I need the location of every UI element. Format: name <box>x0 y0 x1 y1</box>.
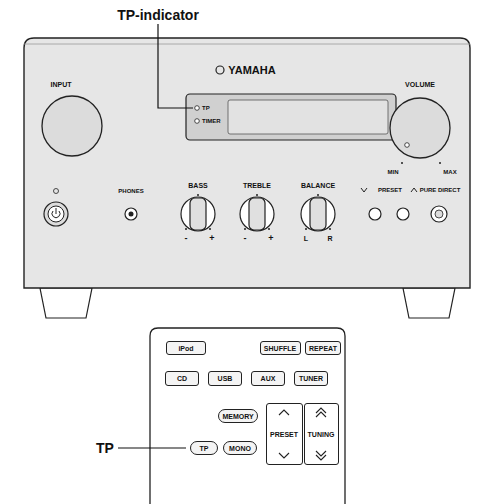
scale-label: MAX <box>443 169 456 175</box>
button-label: iPod <box>178 345 193 352</box>
power-button <box>44 202 68 226</box>
button-label: MEMORY <box>222 413 253 420</box>
button-label: REPEAT <box>309 345 337 352</box>
tp-indicator-lamp <box>195 106 200 111</box>
remote-control <box>150 328 345 504</box>
logo-emblem <box>216 66 224 74</box>
control-label: PURE DIRECT <box>420 187 461 193</box>
remote-button: AUX <box>251 371 285 386</box>
control-label: TREBLE <box>243 182 271 189</box>
button-label: CD <box>177 375 187 382</box>
remote-button: TUNING <box>304 403 339 465</box>
button-label: SHUFFLE <box>264 345 296 352</box>
pure-direct-button <box>431 206 447 222</box>
button-label: AUX <box>261 375 276 382</box>
scale-sign: - <box>244 234 247 243</box>
button-label: TP <box>200 445 209 452</box>
control-label: INPUT <box>51 81 72 88</box>
scale-sign: + <box>209 234 214 243</box>
remote-button: USB <box>208 371 242 386</box>
scale-sign: - <box>185 234 188 243</box>
input-knob <box>42 96 102 156</box>
control-label: BASS <box>188 182 207 189</box>
remote-button: MONO <box>223 441 257 455</box>
remote-button: REPEAT <box>305 341 341 355</box>
scale-sign: + <box>268 234 273 243</box>
button-label: PRESET <box>270 431 298 438</box>
preset-down-button <box>369 208 381 220</box>
leader-line <box>118 447 186 448</box>
remote-button: CD <box>165 371 199 386</box>
callout-label: TP-indicator <box>117 8 199 22</box>
remote-button: iPod <box>166 341 206 355</box>
standby-lamp <box>54 189 59 194</box>
scale-sign: R <box>327 235 332 242</box>
control-label: BALANCE <box>301 182 335 189</box>
control-label: PHONES <box>118 188 143 194</box>
remote-button: SHUFFLE <box>260 341 301 355</box>
tone-knobs <box>181 197 335 231</box>
volume-knob <box>390 98 450 158</box>
brand-logo: YAMAHA <box>228 65 275 76</box>
indicator-label: TIMER <box>202 118 221 124</box>
leader-line <box>158 24 193 108</box>
timer-lamp <box>195 119 200 124</box>
preset-up-button <box>397 208 409 220</box>
callout-label: TP <box>96 441 114 455</box>
remote-button: PRESET <box>266 403 303 465</box>
foot <box>403 288 455 318</box>
remote-button: TP <box>190 441 218 455</box>
control-label: VOLUME <box>405 81 435 88</box>
display-window <box>186 94 396 140</box>
front-panel <box>24 38 470 288</box>
foot <box>40 288 92 318</box>
button-label: USB <box>218 375 233 382</box>
remote-button: MEMORY <box>218 409 258 423</box>
button-label: TUNER <box>299 375 323 382</box>
control-label: PRESET <box>378 187 402 193</box>
button-label: TUNING <box>308 431 335 438</box>
scale-label: MIN <box>388 169 399 175</box>
scale-sign: L <box>304 235 308 242</box>
phones-jack <box>125 208 137 220</box>
button-label: MONO <box>229 445 251 452</box>
remote-button: TUNER <box>294 371 328 386</box>
indicator-label: TP <box>202 105 210 111</box>
